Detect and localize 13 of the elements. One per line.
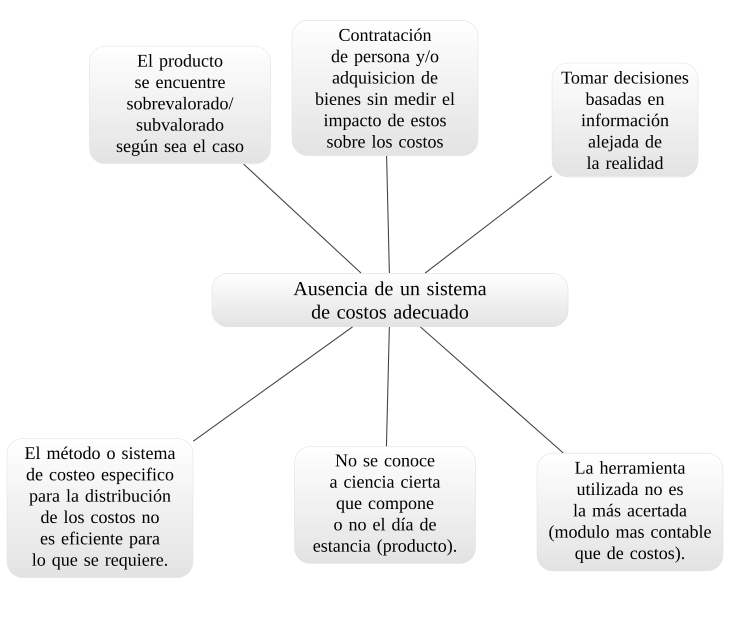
connector-line: [424, 176, 552, 274]
cause-box: Contratación de persona y/o adquisicion de bienes sin medir el impacto de estos sobre los costos: [292, 20, 478, 156]
connector-line: [386, 326, 390, 446]
central-box: Ausencia de un sistema de costos adecuado: [212, 273, 568, 327]
cause-box: El producto se encuentre sobrevalorado/ subvalorado según sea el caso: [89, 46, 271, 164]
cause-box: La herramienta utilizada no es la más acertada (modulo mas contable que de costos).: [536, 452, 724, 572]
connector-line: [386, 156, 390, 274]
connector-line: [243, 164, 362, 274]
cause-box: No se conoce a ciencia cierta que compone o no el día de estancia (producto).: [294, 446, 476, 564]
cause-box: El método o sistema de costeo especifico para la distribución de los costos no es eficiente para lo que se requiere.: [6, 438, 194, 578]
cause-box: Tomar decisiones basadas en información alejada de la realidad: [552, 62, 698, 178]
connector-line: [420, 326, 564, 454]
connector-line: [192, 326, 353, 442]
